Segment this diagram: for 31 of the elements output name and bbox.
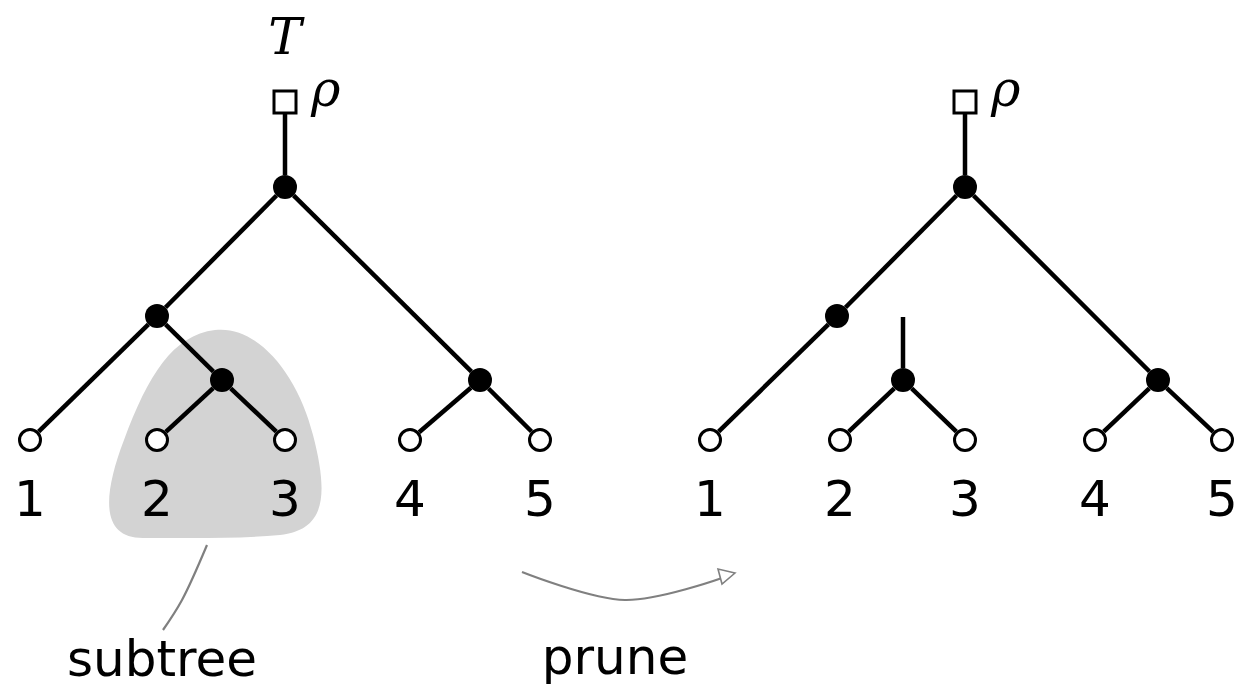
- tree-edge: [163, 193, 279, 310]
- leaf-number: 4: [394, 474, 426, 524]
- tree-edge: [291, 193, 474, 374]
- leader-line: [162, 544, 208, 631]
- leaf-number: 3: [269, 474, 301, 524]
- tree-edge: [163, 322, 216, 374]
- leaf-number: 3: [949, 474, 981, 524]
- leaf-number: 5: [1206, 474, 1238, 524]
- operation-label: prune: [541, 632, 689, 682]
- tree-edge: [486, 386, 534, 434]
- leaf-number: 2: [141, 474, 173, 524]
- tree-edge: [164, 386, 215, 434]
- leaf-number: 1: [694, 474, 726, 524]
- tree-edge: [843, 193, 959, 310]
- tree-edge: [229, 386, 278, 434]
- leaf-number: 5: [524, 474, 556, 524]
- tree-edge: [417, 386, 473, 434]
- caption-text: subtree: [66, 634, 258, 684]
- tree-edge: [900, 317, 906, 368]
- leaf-number: 1: [14, 474, 46, 524]
- tree-edge: [847, 386, 896, 434]
- tree-edge: [282, 114, 288, 175]
- leaf-number: 2: [824, 474, 856, 524]
- tree-edge: [37, 322, 150, 434]
- tree-edge: [910, 386, 958, 434]
- tree-edge: [971, 193, 1152, 374]
- tree-edge: [717, 322, 830, 434]
- leaf-number: 4: [1079, 474, 1111, 524]
- tree-edge: [1102, 386, 1151, 434]
- tree-edge: [1165, 386, 1215, 434]
- tree-edge: [962, 114, 968, 175]
